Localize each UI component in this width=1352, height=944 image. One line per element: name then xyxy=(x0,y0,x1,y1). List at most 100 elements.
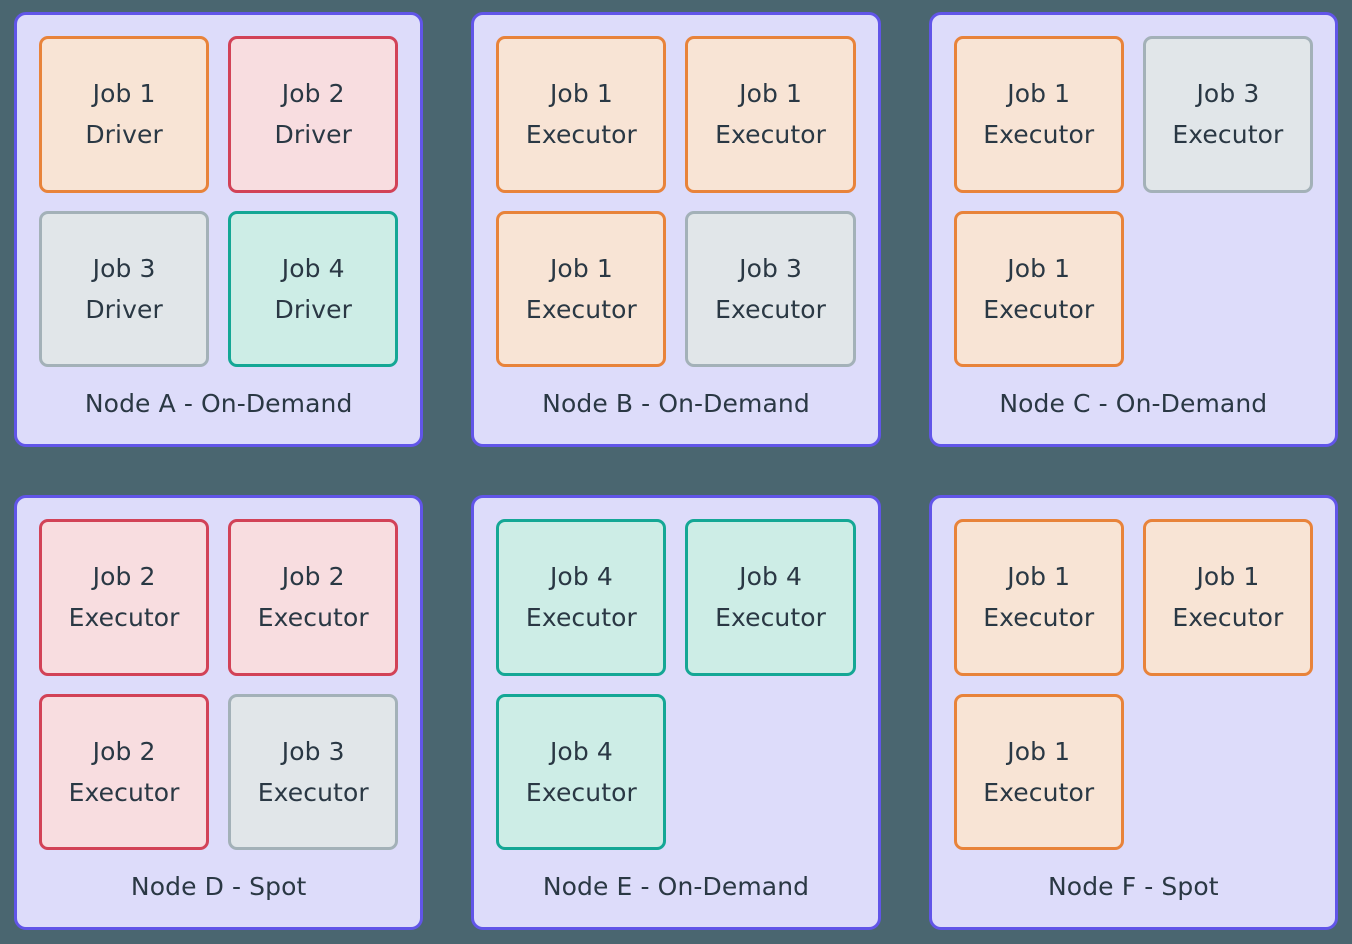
task-card-title: Job 4 xyxy=(281,253,345,283)
slot: Job 2 Executor xyxy=(39,693,210,850)
node-panel-node-a[interactable]: Job 1 Driver Job 2 Driver Job 3 Driver xyxy=(14,12,424,447)
task-card-role: Driver xyxy=(85,294,163,324)
slot-grid-node-d: Job 2 Executor Job 2 Executor Job 2 Exec… xyxy=(39,519,399,850)
task-card[interactable]: Job 1 Executor xyxy=(953,693,1124,850)
task-card[interactable]: Job 4 Driver xyxy=(228,210,399,367)
task-card-title: Job 1 xyxy=(1007,79,1071,109)
slot-grid-node-f: Job 1 Executor Job 1 Executor Job 1 Exec… xyxy=(953,519,1313,851)
task-card-role: Executor xyxy=(983,777,1095,807)
task-card-role: Executor xyxy=(525,294,637,324)
slot: Job 1 Executor xyxy=(953,693,1124,850)
task-card-title: Job 1 xyxy=(1007,562,1071,592)
slot: Job 2 Driver xyxy=(228,36,399,193)
task-card-role: Executor xyxy=(525,603,637,633)
task-card[interactable]: Job 2 Executor xyxy=(39,519,210,676)
slot: Job 1 Executor xyxy=(1142,519,1313,676)
node-panel-node-b[interactable]: Job 1 Executor Job 1 Executor Job 1 Exec… xyxy=(471,12,881,447)
slot: Job 4 Executor xyxy=(496,519,667,676)
node-label: Node B - On-Demand xyxy=(542,389,810,418)
task-card-role: Executor xyxy=(983,120,1095,150)
node-panel-node-f[interactable]: Job 1 Executor Job 1 Executor Job 1 Exec… xyxy=(928,495,1338,930)
task-card-title: Job 2 xyxy=(281,562,345,592)
slot: Job 4 Driver xyxy=(228,210,399,367)
task-card-title: Job 4 xyxy=(549,736,613,766)
slot: Job 1 Executor xyxy=(953,519,1124,676)
task-card[interactable]: Job 3 Executor xyxy=(1142,36,1313,193)
task-card[interactable]: Job 1 Executor xyxy=(496,36,667,193)
node-label: Node A - On-Demand xyxy=(84,389,353,418)
task-card-title: Job 1 xyxy=(739,79,803,109)
node-panel-node-d[interactable]: Job 2 Executor Job 2 Executor Job 2 Exec… xyxy=(14,495,424,930)
task-card[interactable]: Job 4 Executor xyxy=(496,693,667,850)
task-card-title: Job 3 xyxy=(1196,79,1260,109)
task-card-role: Executor xyxy=(68,777,180,807)
node-panel-node-e[interactable]: Job 4 Executor Job 4 Executor Job 4 Exec… xyxy=(471,495,881,930)
slot: Job 1 Executor xyxy=(496,210,667,367)
task-card-title: Job 3 xyxy=(92,253,156,283)
task-card-title: Job 1 xyxy=(549,79,613,109)
slot: Job 1 Driver xyxy=(39,36,210,193)
node-row-bottom: Job 2 Executor Job 2 Executor Job 2 Exec… xyxy=(14,495,1338,930)
task-card[interactable]: Job 3 Driver xyxy=(39,210,210,367)
task-card[interactable]: Job 1 Executor xyxy=(685,36,856,193)
slot: Job 1 Executor xyxy=(496,36,667,193)
slot: Job 4 Executor xyxy=(496,693,667,850)
task-card-title: Job 2 xyxy=(92,736,156,766)
task-card-title: Job 3 xyxy=(739,253,803,283)
task-card-role: Driver xyxy=(274,294,352,324)
slot: Job 3 Executor xyxy=(228,693,399,850)
task-card-role: Executor xyxy=(68,603,180,633)
slot-empty xyxy=(1143,211,1313,368)
task-card[interactable]: Job 3 Executor xyxy=(685,210,856,367)
slot: Job 3 Executor xyxy=(685,210,856,367)
slot-grid-node-a: Job 1 Driver Job 2 Driver Job 3 Driver xyxy=(39,36,399,367)
task-card-title: Job 3 xyxy=(281,736,345,766)
slot-grid-node-e: Job 4 Executor Job 4 Executor Job 4 Exec… xyxy=(496,519,856,851)
node-label: Node E - On-Demand xyxy=(542,872,810,901)
task-card-role: Executor xyxy=(1172,120,1284,150)
task-card-title: Job 4 xyxy=(739,562,803,592)
slot: Job 3 Driver xyxy=(39,210,210,367)
slot: Job 1 Executor xyxy=(953,210,1124,367)
task-card[interactable]: Job 2 Driver xyxy=(228,36,399,193)
task-card-title: Job 1 xyxy=(92,79,156,109)
task-card[interactable]: Job 1 Executor xyxy=(953,36,1124,193)
slot-grid-node-b: Job 1 Executor Job 1 Executor Job 1 Exec… xyxy=(496,36,856,367)
task-card-title: Job 1 xyxy=(549,253,613,283)
task-card[interactable]: Job 4 Executor xyxy=(496,519,667,676)
slot-grid-node-c: Job 1 Executor Job 3 Executor Job 1 Exec… xyxy=(953,36,1313,368)
slot: Job 2 Executor xyxy=(228,519,399,676)
task-card-title: Job 2 xyxy=(281,79,345,109)
slot: Job 4 Executor xyxy=(685,519,856,676)
task-card[interactable]: Job 2 Executor xyxy=(228,519,399,676)
task-card-role: Executor xyxy=(983,603,1095,633)
slot: Job 2 Executor xyxy=(39,519,210,676)
task-card-role: Executor xyxy=(1172,603,1284,633)
task-card[interactable]: Job 1 Executor xyxy=(953,210,1124,367)
task-card-title: Job 2 xyxy=(92,562,156,592)
node-row-top: Job 1 Driver Job 2 Driver Job 3 Driver xyxy=(14,12,1338,447)
task-card-title: Job 1 xyxy=(1007,253,1071,283)
node-panel-node-c[interactable]: Job 1 Executor Job 3 Executor Job 1 Exec… xyxy=(928,12,1338,447)
task-card-role: Executor xyxy=(715,603,827,633)
task-card-title: Job 1 xyxy=(1196,562,1260,592)
task-card-role: Driver xyxy=(85,120,163,150)
task-card-role: Executor xyxy=(257,603,369,633)
task-card-role: Driver xyxy=(274,120,352,150)
task-card[interactable]: Job 4 Executor xyxy=(685,519,856,676)
slot-empty xyxy=(685,694,855,851)
task-card[interactable]: Job 1 Executor xyxy=(496,210,667,367)
task-card-role: Executor xyxy=(715,294,827,324)
task-card[interactable]: Job 1 Executor xyxy=(1142,519,1313,676)
slot: Job 1 Executor xyxy=(953,36,1124,193)
slot: Job 3 Executor xyxy=(1142,36,1313,193)
slot-empty xyxy=(1143,694,1313,851)
task-card[interactable]: Job 1 Executor xyxy=(953,519,1124,676)
task-card[interactable]: Job 1 Driver xyxy=(39,36,210,193)
task-card[interactable]: Job 3 Executor xyxy=(228,693,399,850)
task-card-role: Executor xyxy=(525,120,637,150)
task-card[interactable]: Job 2 Executor xyxy=(39,693,210,850)
task-card-title: Job 1 xyxy=(1007,736,1071,766)
node-label: Node C - On-Demand xyxy=(999,389,1268,418)
slot: Job 1 Executor xyxy=(685,36,856,193)
